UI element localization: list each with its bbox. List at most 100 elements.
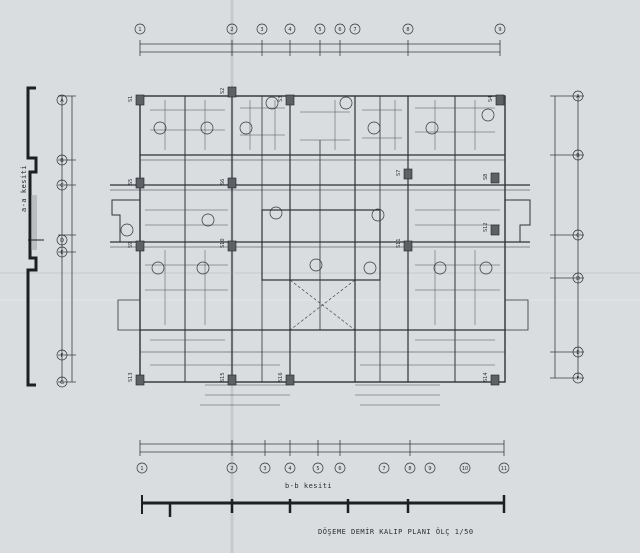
grid-bubble: [314, 23, 326, 35]
column-s15: [227, 374, 237, 386]
grid-bubble-label: 2: [230, 27, 233, 33]
grid-bubble-label: C: [576, 233, 580, 239]
grid-bubble-label: 8: [408, 466, 411, 472]
grid-bubble-label: F: [577, 376, 580, 382]
column-label: S11: [396, 238, 402, 248]
grid-bubble: [349, 23, 361, 35]
section-aa-profile: [26, 86, 44, 387]
grid-bubble: [226, 462, 238, 474]
grid-bubble-label: 6: [338, 27, 341, 33]
column-label: S12: [483, 222, 489, 232]
grid-bubble: [56, 154, 68, 166]
grid-bubble: [136, 462, 148, 474]
rebar-lines: [145, 100, 500, 406]
column-label: S4: [488, 96, 494, 102]
grid-bubble-label: 7: [353, 27, 356, 33]
column-s9: [135, 240, 145, 252]
column-label: S10: [220, 238, 226, 248]
grid-bubble-label: 6: [338, 466, 341, 472]
grid-bubble: [56, 234, 68, 246]
grid-bubble-label: A: [576, 94, 580, 100]
grid-bubble: [378, 462, 390, 474]
grid-bubble: [572, 272, 584, 284]
grid-bubble-label: 8: [406, 27, 409, 33]
floor-plan: [110, 95, 531, 383]
right-dimension-chain: [550, 95, 584, 379]
column-label: S15: [220, 372, 226, 382]
grid-bubble: [334, 23, 346, 35]
grid-bubble: [572, 229, 584, 241]
grid-bubble: [56, 376, 68, 388]
grid-bubble-label: 4: [288, 466, 291, 472]
grid-bubble: [498, 462, 510, 474]
grid-bubble-label: 3: [263, 466, 266, 472]
grid-bubble-label: 5: [318, 27, 321, 33]
grid-bubble: [459, 462, 471, 474]
column-label: S2: [220, 88, 226, 94]
column-label: S14: [483, 372, 489, 382]
grid-bubble: [226, 23, 238, 35]
column-s11: [403, 240, 413, 252]
grid-bubble: [284, 23, 296, 35]
grid-bubble-label: 11: [501, 466, 507, 472]
slab-markers: [120, 96, 495, 275]
grid-bubble-label: 10: [462, 466, 468, 472]
grid-bubble: [424, 462, 436, 474]
grid-bubble: [56, 246, 68, 258]
grid-bubble-label: 9: [428, 466, 431, 472]
grid-bubble: [259, 462, 271, 474]
grid-bubble-label: B: [576, 153, 580, 159]
grid-bubble: [134, 23, 146, 35]
column-label: S8: [483, 174, 489, 180]
column-s7: [403, 168, 413, 180]
grid-bubble: [256, 23, 268, 35]
grid-bubble: [312, 462, 324, 474]
column-label: S7: [396, 170, 402, 176]
grid-bubble-label: E: [576, 350, 579, 356]
grid-bubble: [56, 349, 68, 361]
grid-bubble-label: B: [60, 158, 64, 164]
grid-bubble: [572, 372, 584, 384]
grid-bubble: [494, 23, 506, 35]
column-s6: [227, 177, 237, 189]
grid-bubble: [572, 149, 584, 161]
column-s2: [227, 86, 237, 98]
column-s13: [135, 374, 145, 386]
grid-bubble-label: G: [60, 380, 64, 386]
bottom-dimension-chain: [139, 440, 505, 456]
section-bb-profile: [141, 495, 506, 517]
grid-bubble-label: D: [60, 238, 64, 244]
column-s1: [135, 94, 145, 106]
grid-bubble: [334, 462, 346, 474]
grid-bubble-label: F: [61, 353, 64, 359]
column-s8: [490, 172, 500, 184]
column-label: S9: [128, 242, 134, 248]
column-label: S13: [128, 372, 134, 382]
grid-bubble-label: 9: [498, 27, 501, 33]
grid-bubble-label: 1: [140, 466, 143, 472]
grid-bubble-label: 7: [382, 466, 385, 472]
grid-bubble: [572, 90, 584, 102]
grid-bubble-label: 4: [288, 27, 291, 33]
column-s5: [135, 177, 145, 189]
section-bb-label: b-b kesiti: [285, 482, 333, 490]
drawing-title: DÖŞEME DEMİR KALIP PLANI ÖLÇ 1/50: [318, 528, 474, 536]
column-s3: [285, 94, 295, 106]
column-s12: [490, 224, 500, 236]
grid-bubble: [402, 23, 414, 35]
grid-bubble: [56, 179, 68, 191]
column-s4: [495, 94, 505, 106]
section-aa-label: a-a kesiti: [20, 164, 28, 212]
grid-bubble: [572, 346, 584, 358]
grid-bubble-label: A: [60, 98, 64, 104]
column-label: S1: [128, 96, 134, 102]
grid-bubble-label: 3: [260, 27, 263, 33]
column-s10: [227, 240, 237, 252]
column-label: S3: [278, 96, 284, 102]
top-dimension-chain: [139, 40, 501, 56]
grid-bubble-label: E: [60, 250, 63, 256]
grid-bubble-label: C: [60, 183, 64, 189]
